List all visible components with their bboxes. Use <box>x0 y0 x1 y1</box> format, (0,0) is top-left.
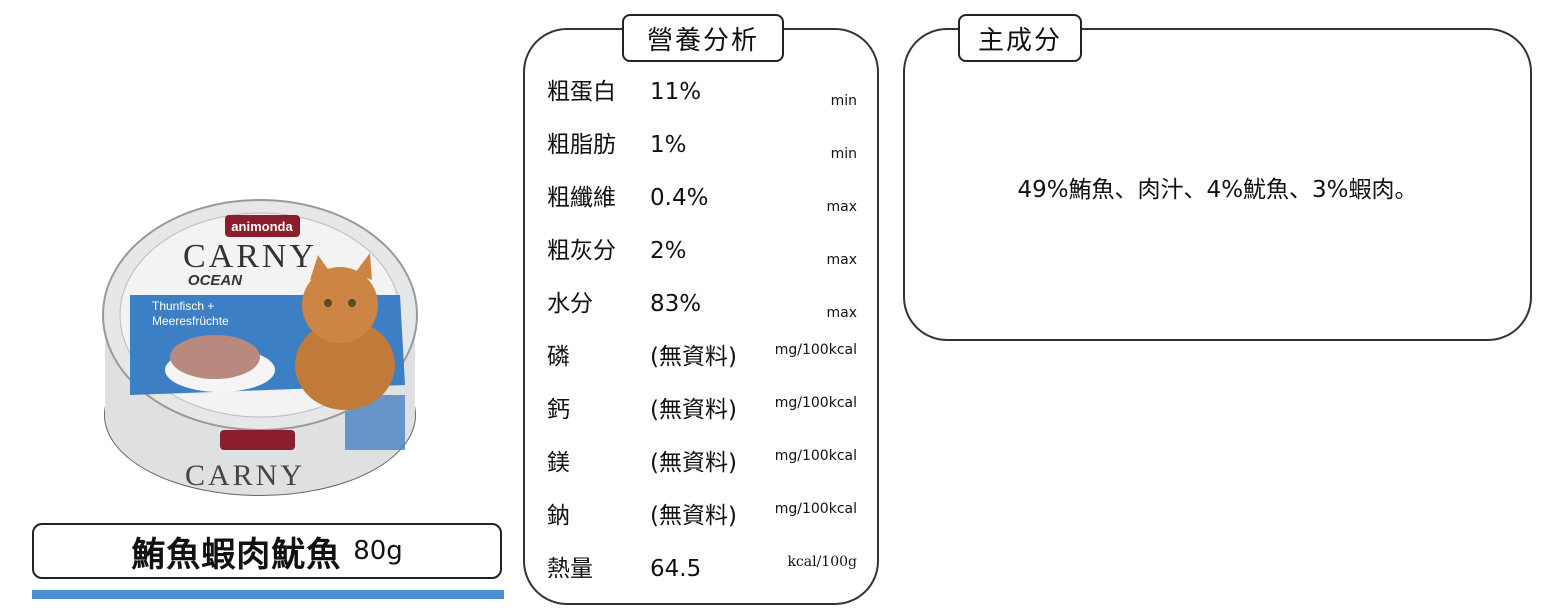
nutrition-row: 粗纖維 0.4% max <box>523 183 879 235</box>
ingredients-text: 49%鮪魚、肉汁、4%魷魚、3%蝦肉。 <box>1017 177 1418 203</box>
product-can-image: animonda CARNY OCEAN Thunfisch + Meeresf… <box>102 199 418 496</box>
nutrition-label: 鎂 <box>547 450 570 476</box>
nutrition-value: 0.4% <box>650 185 709 211</box>
nutrition-label: 熱量 <box>547 556 593 582</box>
can-flavor-line1: Thunfisch + <box>152 299 214 313</box>
product-weight: 80g <box>353 536 403 566</box>
nutrition-value: (無資料) <box>650 397 737 423</box>
nutrition-unit: max <box>826 199 857 215</box>
nutrition-value: (無資料) <box>650 450 737 476</box>
nutrition-value: 1% <box>650 132 687 158</box>
can-brand-text: animonda <box>231 219 293 234</box>
product-name: 鮪魚蝦肉魷魚 <box>131 534 342 575</box>
nutrition-row: 鈉 (無資料) mg/100kcal <box>523 501 879 553</box>
nutrition-unit: max <box>826 305 857 321</box>
brand-tag <box>225 215 300 237</box>
food-icon <box>170 335 260 379</box>
product-name-box: 鮪魚蝦肉魷魚 80g <box>32 523 502 579</box>
nutrition-label: 粗纖維 <box>547 185 616 211</box>
nutrition-row: 熱量 64.5 kcal/100g <box>523 554 879 606</box>
nutrition-unit: mg/100kcal <box>774 501 857 517</box>
nutrition-row: 粗蛋白 11% min <box>523 77 879 129</box>
nutrition-label: 粗蛋白 <box>547 79 616 105</box>
nutrition-value: 2% <box>650 238 687 264</box>
nutrition-row: 水分 83% max <box>523 289 879 341</box>
nutrition-unit: kcal/100g <box>787 554 857 570</box>
nutrition-label: 磷 <box>547 344 570 370</box>
nutrition-unit: max <box>826 252 857 268</box>
nutrition-row: 鎂 (無資料) mg/100kcal <box>523 448 879 500</box>
nutrition-value: (無資料) <box>650 503 737 529</box>
nutrition-row: 鈣 (無資料) mg/100kcal <box>523 395 879 447</box>
nutrition-unit: mg/100kcal <box>774 342 857 358</box>
nutrition-value: 11% <box>650 79 702 105</box>
can-line-text: OCEAN <box>188 272 243 289</box>
nutrition-title: 營養分析 <box>622 14 784 62</box>
nutrition-row: 粗脂肪 1% min <box>523 130 879 182</box>
nutrition-value: (無資料) <box>650 344 737 370</box>
can-flavor-line2: Meeresfrüchte <box>152 314 229 328</box>
accent-bar <box>32 590 504 599</box>
nutrition-unit: mg/100kcal <box>774 395 857 411</box>
nutrition-value: 64.5 <box>650 556 702 582</box>
nutrition-label: 鈣 <box>547 397 570 423</box>
ingredients-title: 主成分 <box>958 14 1082 62</box>
nutrition-label: 水分 <box>547 291 593 317</box>
nutrition-label: 鈉 <box>547 503 570 529</box>
nutrition-unit: mg/100kcal <box>774 448 857 464</box>
nutrition-value: 83% <box>650 291 702 317</box>
nutrition-unit: min <box>830 93 857 109</box>
nutrition-label: 粗脂肪 <box>547 132 616 158</box>
nutrition-unit: min <box>830 146 857 162</box>
cat-icon <box>295 253 395 410</box>
nutrition-label: 粗灰分 <box>547 238 616 264</box>
can-logo-text: CARNY <box>183 238 317 275</box>
ingredients-panel <box>903 28 1532 341</box>
nutrition-row: 磷 (無資料) mg/100kcal <box>523 342 879 394</box>
svg-text:CARNY: CARNY <box>185 459 305 492</box>
nutrition-row: 粗灰分 2% max <box>523 236 879 288</box>
